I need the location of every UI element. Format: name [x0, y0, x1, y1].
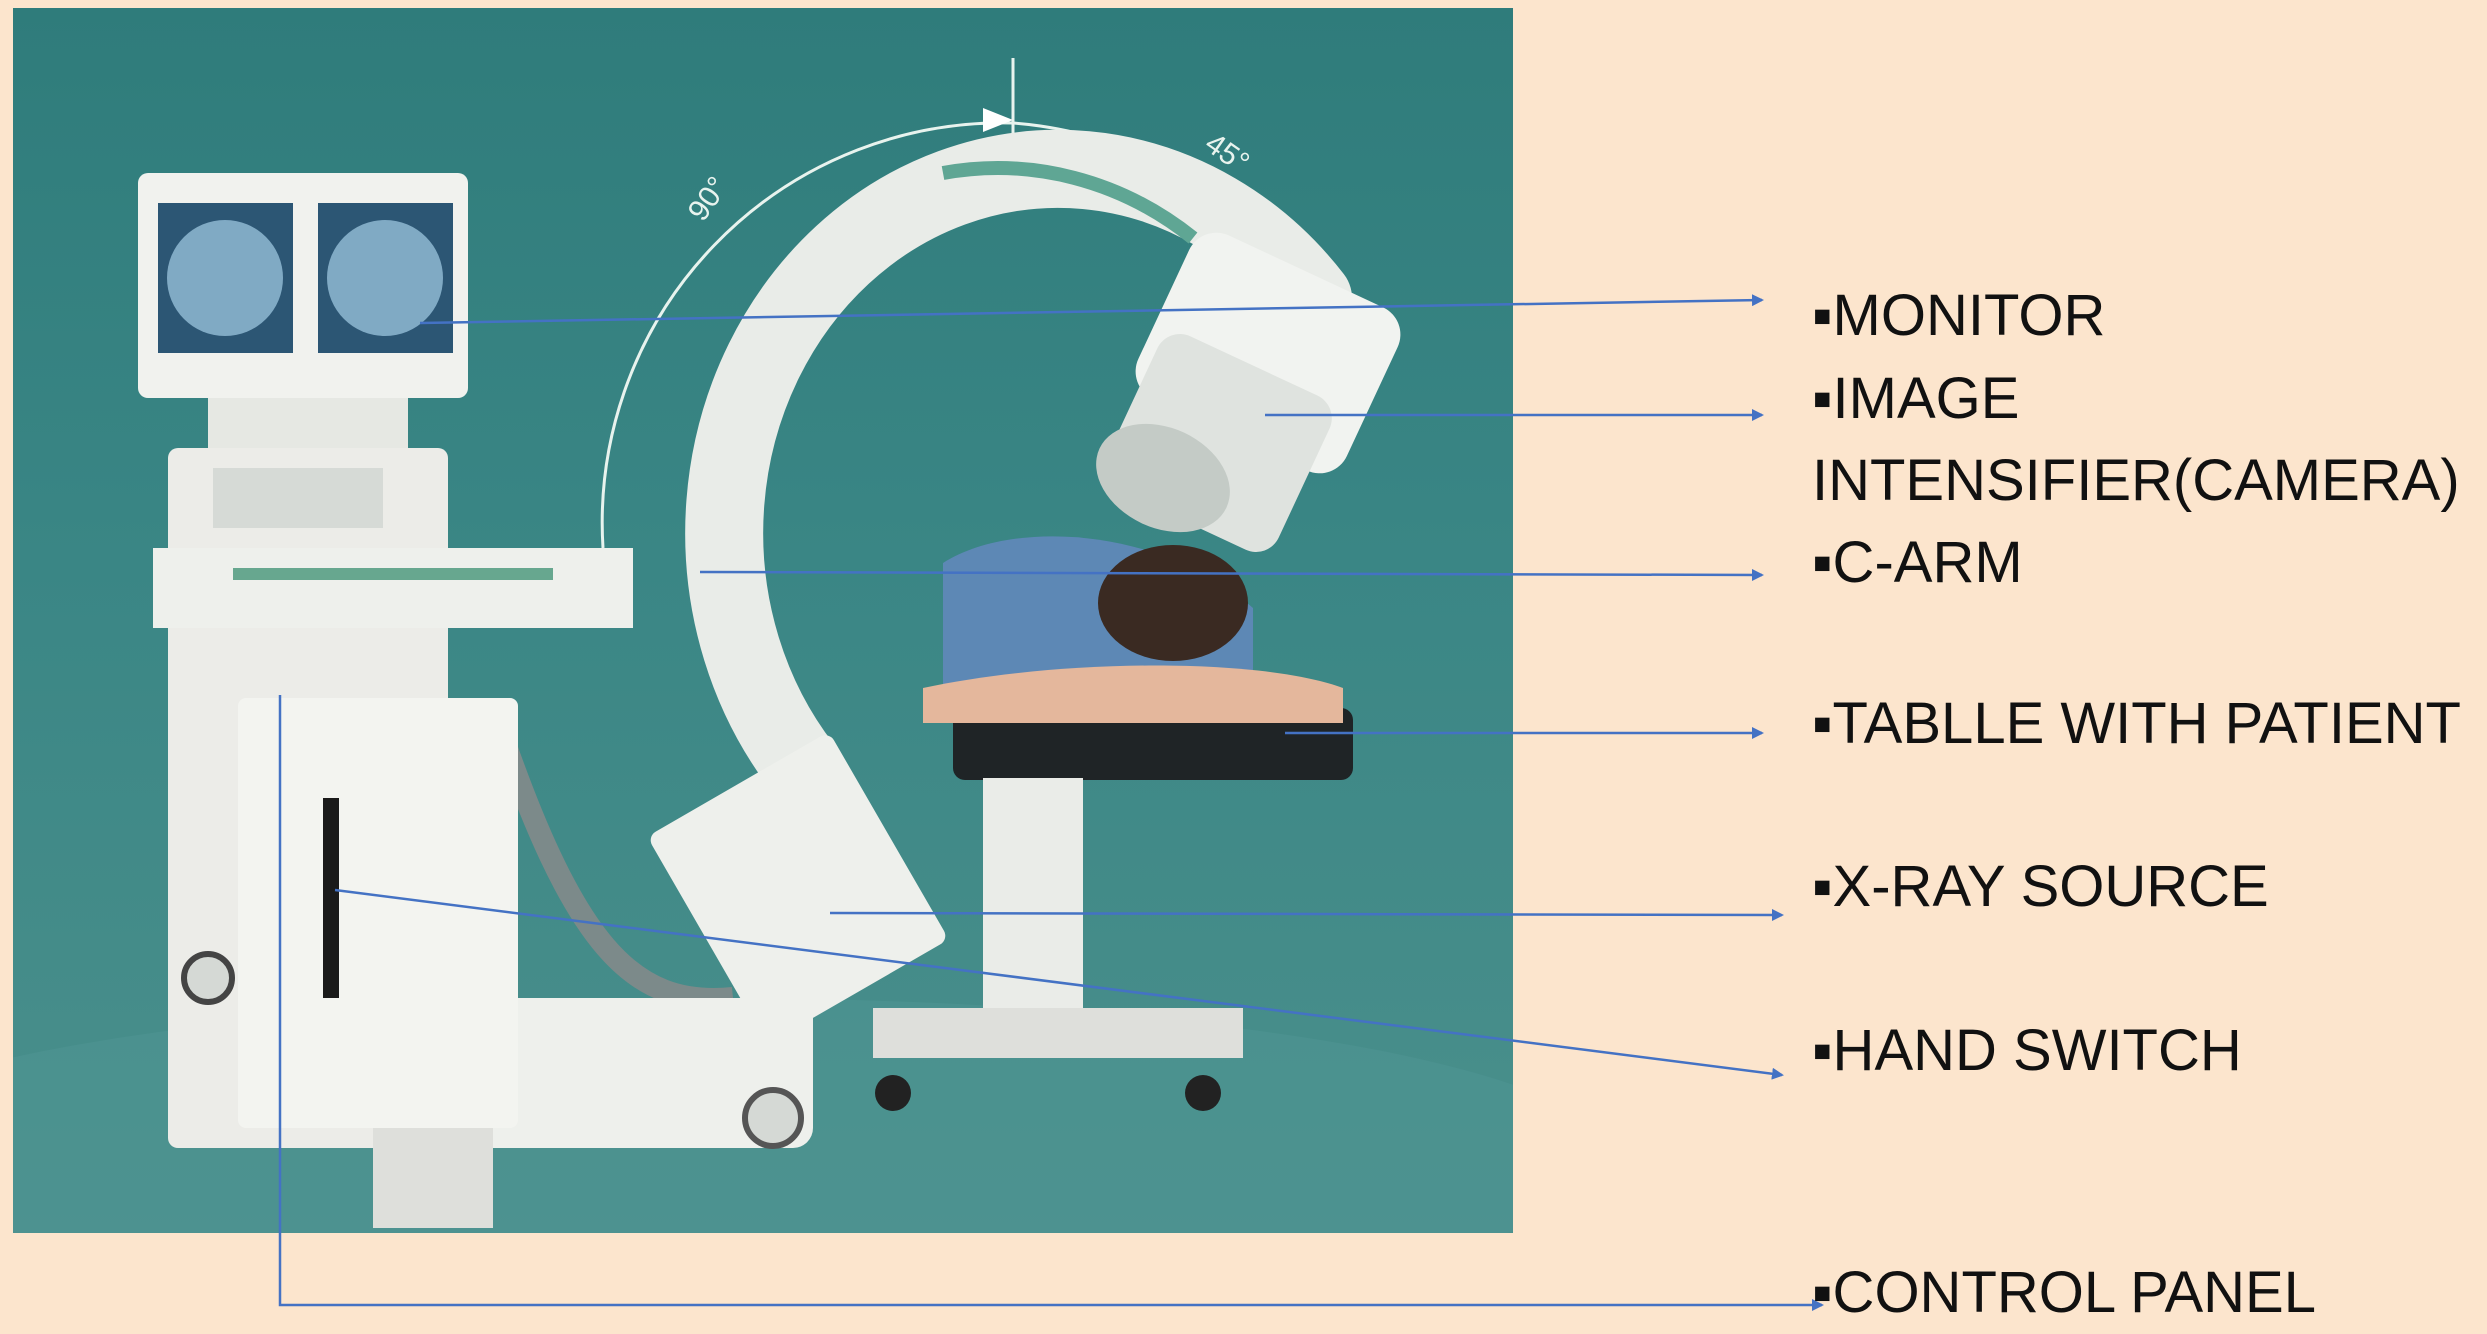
c-arm-photo: 90° 45° — [13, 8, 1513, 1233]
image-intensifier — [1078, 223, 1410, 560]
angle-label-90: 90° — [682, 171, 735, 227]
label-image-intensifier: ▪IMAGE INTENSIFIER(CAMERA) — [1812, 358, 2460, 523]
label-xray-source: ▪X-RAY SOURCE — [1812, 846, 2269, 928]
label-hand-switch: ▪HAND SWITCH — [1812, 1010, 2242, 1092]
label-table: ▪TABLLE WITH PATIENT — [1812, 683, 2461, 765]
label-image-intensifier-line2: INTENSIFIER(CAMERA) — [1812, 440, 2460, 522]
label-control-panel: ▪CONTROL PANEL — [1812, 1252, 2316, 1334]
arrow-head-icon — [983, 108, 1013, 132]
c-arm-illustration: 90° 45° — [13, 8, 1513, 1233]
label-c-arm: ▪C-ARM — [1812, 522, 2023, 604]
label-monitor: ▪MONITOR — [1812, 275, 2105, 357]
label-image-intensifier-line1: ▪IMAGE — [1812, 358, 2460, 440]
base-wheel — [745, 1090, 801, 1146]
patient — [923, 536, 1343, 723]
